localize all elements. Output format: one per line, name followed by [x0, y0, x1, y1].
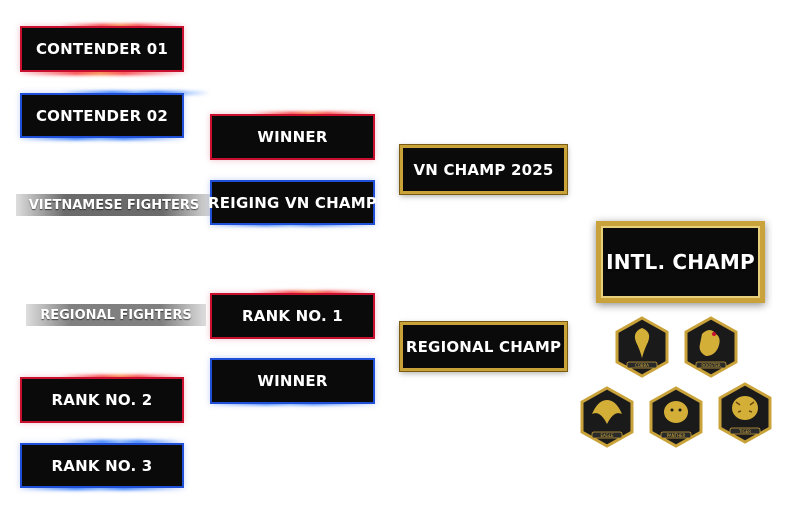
tiger-badge-icon: TIGER — [718, 382, 772, 444]
vn-champ-slot: VN CHAMP 2025 — [400, 145, 567, 194]
reigning-vn-champ-slot: REIGING VN CHAMP — [208, 180, 377, 225]
cobra-badge-icon: COBRA — [615, 316, 669, 378]
contender-02-slot: CONTENDER 02 — [20, 93, 184, 138]
regional-champ-slot: REGIONAL CHAMP — [400, 322, 567, 371]
regional-fighters-label: REGIONAL FIGHTERS — [26, 304, 206, 326]
badge-label: ROOSTER — [701, 363, 721, 368]
winner-bottom-slot: WINNER — [210, 358, 375, 404]
badge-label: EAGLE — [600, 433, 614, 438]
glow-accent — [20, 71, 180, 75]
rank-3-slot: RANK NO. 3 — [20, 443, 184, 488]
glow-accent — [20, 486, 180, 490]
winner-top-slot: WINNER — [210, 114, 375, 160]
eagle-badge-icon: EAGLE — [580, 386, 634, 448]
rooster-badge-icon: ROOSTER — [684, 316, 738, 378]
badge-label: COBRA — [635, 363, 649, 368]
badge-label: TIGER — [738, 429, 751, 434]
contender-01-slot: CONTENDER 01 — [20, 26, 184, 72]
glow-accent — [20, 136, 180, 140]
rank-2-slot: RANK NO. 2 — [20, 377, 184, 423]
badge-label: PANTHER — [667, 433, 686, 438]
intl-champ-slot: INTL. CHAMP — [596, 221, 765, 303]
vietnamese-fighters-label: VIETNAMESE FIGHTERS — [16, 194, 212, 216]
panther-badge-icon: PANTHER — [649, 386, 703, 448]
rank-1-slot: RANK NO. 1 — [210, 293, 375, 339]
glow-accent — [60, 440, 180, 444]
